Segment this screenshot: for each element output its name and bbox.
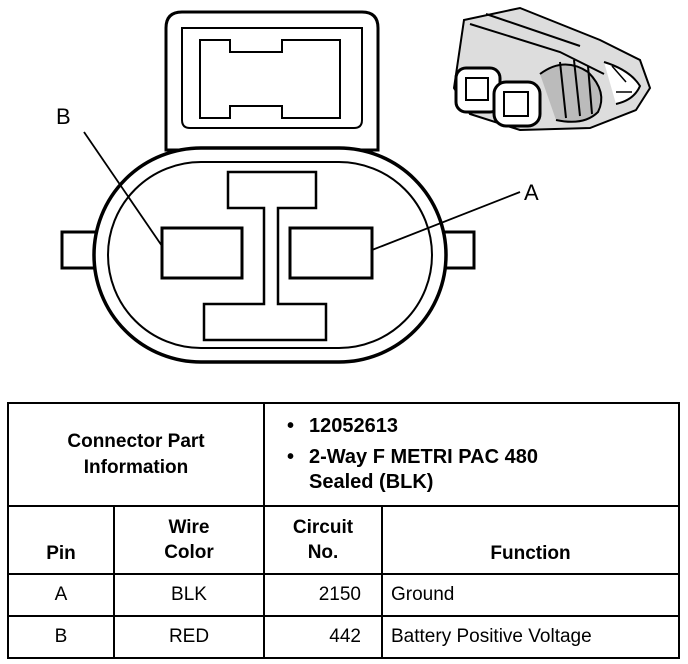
circuit-cell: 2150 [263,573,383,617]
header-pin: Pin [7,505,115,575]
function-cell: Ground [381,573,680,617]
wire-color-cell: RED [113,615,265,659]
function-cell: Battery Positive Voltage [381,615,680,659]
pin-a-callout: A [524,180,539,205]
header-wire-color-label: Wire Color [164,517,214,563]
header-function: Function [381,505,680,575]
circuit-cell: 442 [263,615,383,659]
pin-cell: A [7,573,115,617]
header-pin-label: Pin [46,543,76,564]
pin-cell: B [7,615,115,659]
header-circuit-label: Circuit No. [292,517,354,563]
header-function-label: Function [490,543,571,564]
connector-face-view-icon [60,10,521,364]
part-info-label-cell: Connector Part Information [7,402,265,507]
connector-info-table: Connector Part Information 12052613 2-Wa… [7,402,680,659]
connector-diagram: B A [56,6,652,364]
table-row: A BLK 2150 Ground [7,573,680,617]
part-description: 2-Way F METRI PAC 480 Sealed (BLK) [287,445,670,495]
header-wire-color: Wire Color [113,505,265,575]
part-info-label: Connector Part Information [67,430,205,478]
pin-b-callout: B [56,104,71,129]
part-info-cell: 12052613 2-Way F METRI PAC 480 Sealed (B… [263,402,680,507]
part-info-list: 12052613 2-Way F METRI PAC 480 Sealed (B… [273,414,670,495]
wire-color-cell: BLK [113,573,265,617]
connector-3d-view-icon [452,6,652,132]
header-circuit: Circuit No. [263,505,383,575]
part-number: 12052613 [287,414,670,439]
table-row: B RED 442 Battery Positive Voltage [7,615,680,659]
